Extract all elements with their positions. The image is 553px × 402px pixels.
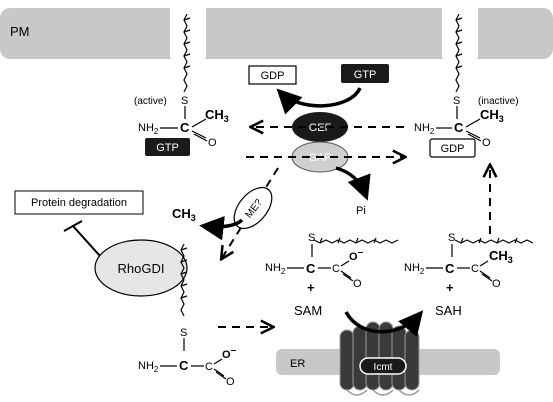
- s-atom-inactive: S: [453, 95, 460, 107]
- ch3-inactive: CH3: [480, 107, 504, 124]
- o-active: O: [208, 137, 217, 149]
- s-atom-center: S: [308, 232, 315, 244]
- rhogdi-bound-tail: [180, 243, 188, 317]
- icmt-label: Icmt: [374, 362, 393, 373]
- sam-label: SAM: [294, 303, 322, 318]
- geranylgeranyl-tail-active: [183, 13, 191, 93]
- ch3-release-arrow: [199, 215, 244, 241]
- c-atom-center: C: [306, 261, 316, 276]
- o-right: O: [492, 278, 501, 290]
- me-ellipse: [233, 186, 273, 230]
- o-bottom: O: [226, 376, 235, 388]
- s-atom-active: S: [181, 95, 188, 107]
- c-atom-inactive: C: [454, 120, 464, 135]
- nh2-inactive: NH2: [414, 122, 435, 136]
- s-atom-right: S: [448, 232, 455, 244]
- c-atom-right: C: [445, 261, 455, 276]
- plus-right: +: [446, 280, 454, 295]
- nh2-center: NH2: [265, 262, 286, 276]
- gtp-badge-left: [145, 138, 190, 156]
- gef-exchange-arrow: [276, 87, 362, 115]
- gdp-badge-right: [429, 138, 476, 158]
- sah-label: SAH: [435, 303, 462, 318]
- pm-label: PM: [10, 24, 30, 39]
- gtp-badge-left-label: GTP: [156, 142, 179, 154]
- gdp-box-top-label: GDP: [261, 70, 285, 82]
- inhibition-line: [72, 225, 101, 257]
- plus-center: +: [307, 280, 315, 295]
- geranylgeranyl-tail-inactive: [455, 13, 463, 93]
- c2-atom-right: C: [471, 263, 479, 275]
- protein-degradation-label: Protein degradation: [31, 197, 127, 209]
- me-dashed-arrow: [222, 167, 279, 258]
- c-atom-active: C: [180, 120, 190, 135]
- substrate-tail-center: [313, 237, 399, 244]
- ch3-label: CH3: [172, 206, 196, 223]
- gtp-box-top: [341, 64, 389, 83]
- gtp-box-top-label: GTP: [354, 69, 377, 81]
- protein-degradation-box: [14, 190, 144, 215]
- gdp-box-top: [248, 65, 297, 85]
- ch3-active: CH3: [205, 107, 229, 124]
- substrate-tail-right: [454, 237, 534, 244]
- gef-label: GEF: [309, 122, 332, 134]
- gdp-badge-right-label: GDP: [441, 143, 465, 155]
- inactive-label: (inactive): [478, 96, 519, 107]
- o-minus-center: O–: [349, 247, 364, 263]
- o-minus-bottom: O–: [222, 345, 237, 361]
- pi-label: Pi: [356, 205, 366, 217]
- nh2-active: NH2: [138, 122, 159, 136]
- o-center: O: [353, 278, 362, 290]
- plasma-membrane: [0, 8, 553, 59]
- c2-atom-center: C: [332, 263, 340, 275]
- c2-atom-bottom: C: [205, 361, 213, 373]
- active-label: (active): [134, 96, 167, 107]
- pm-notch-left: [170, 4, 206, 62]
- rhogdi-ellipse: [94, 239, 188, 297]
- o-inactive: O: [482, 137, 491, 149]
- s-atom-bottom: S: [180, 327, 187, 339]
- c-atom-bottom: C: [179, 358, 189, 373]
- icmt-label-box: [359, 357, 407, 375]
- pi-release-arrow: [335, 166, 371, 201]
- er-label: ER: [290, 358, 305, 370]
- rhogdi-label: RhoGDI: [118, 261, 165, 276]
- nh2-bottom: NH2: [138, 360, 159, 374]
- methyl-transfer-arrow: [344, 310, 424, 337]
- pm-notch-right: [442, 4, 478, 62]
- nh2-right: NH2: [404, 262, 425, 276]
- ch3-right: CH3: [489, 248, 513, 265]
